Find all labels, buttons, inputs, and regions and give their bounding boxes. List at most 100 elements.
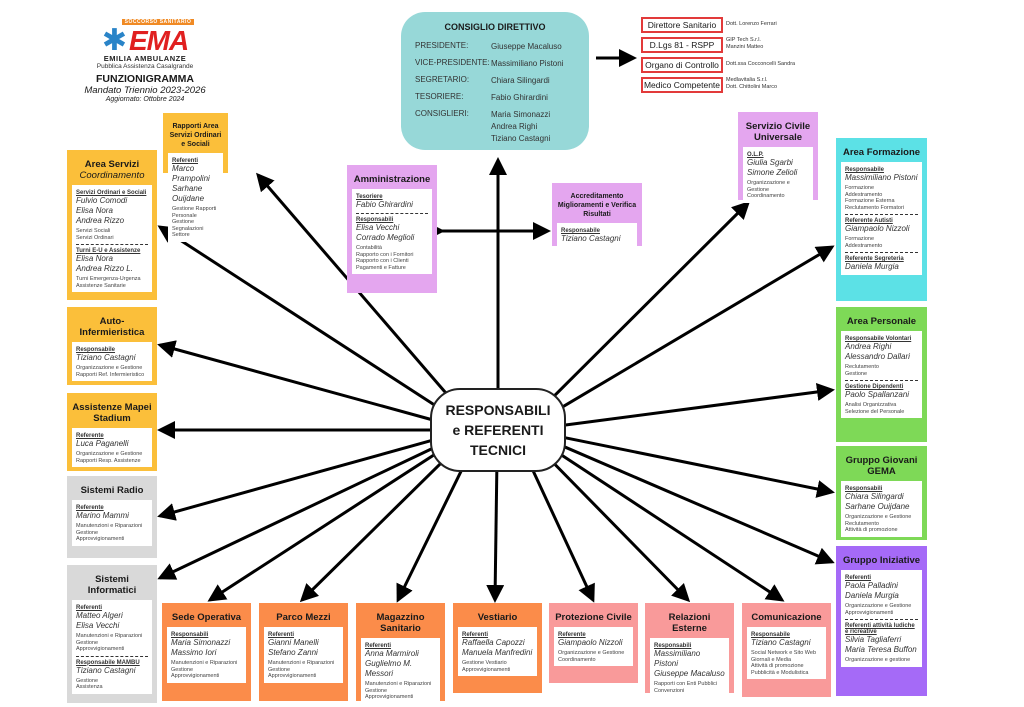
- card-title: Assistenze Mapei Stadium: [70, 396, 154, 428]
- mandate: Mandato Triennio 2023-2026: [84, 85, 206, 96]
- description-line: Organizzazione e Gestione: [747, 180, 790, 193]
- card-title-text: Sistemi Radio: [80, 485, 144, 496]
- person-name: Maria Simonazzi: [171, 638, 231, 647]
- board-role: PRESIDENTE:: [415, 41, 469, 50]
- description-line: Formazione Esterna: [845, 198, 895, 204]
- external-role-box: Organo di Controllo: [641, 57, 723, 73]
- description-line: Approvvigionamenti: [171, 673, 220, 679]
- person-name: Elisa Nora: [76, 206, 113, 215]
- board-names: Chiara Silingardi: [491, 75, 550, 87]
- description-line: Approvvigionamenti: [268, 673, 317, 679]
- card-title: Sede Operativa: [165, 606, 248, 627]
- description-line: Addestramento: [845, 191, 883, 198]
- description-line: Coordinamento: [558, 656, 596, 663]
- description-line: Rapporto con i Clienti: [356, 258, 409, 264]
- description-line: Gestione: [76, 677, 99, 684]
- arrow-giovani: [564, 436, 835, 498]
- section-divider: [845, 252, 918, 253]
- card-subtitle: Coordinamento: [79, 170, 145, 181]
- description-line: Servizi Ordinari: [76, 234, 114, 241]
- person-name: Andrea Rizzo L.: [76, 264, 133, 273]
- card-title: Sistemi Informatici: [70, 568, 154, 600]
- person-name: Tiziano Castagni: [751, 638, 811, 647]
- hub-line: RESPONSABILI: [445, 402, 551, 418]
- card-title-text: Amministrazione: [353, 174, 431, 185]
- description-line: Approvvigionamenti: [845, 609, 894, 616]
- logo-mark: ✱ EMA: [70, 24, 220, 57]
- description-line: Assistenza: [76, 684, 103, 690]
- external-role-box: D.Lgs 81 - RSPP: [641, 37, 723, 53]
- star-of-life-icon: ✱: [101, 24, 127, 57]
- person-name: Massimiliano Pistoni: [845, 173, 918, 182]
- description-line: Reclutamento Formatori: [845, 204, 904, 211]
- card-title: Parco Mezzi: [262, 606, 345, 627]
- arrow-magazzino: [396, 465, 465, 603]
- description-line: Rapporti con Enti Pubblici: [654, 681, 717, 687]
- person-name: Simone Zelioli: [747, 168, 798, 177]
- board-role: TESORIERE:: [415, 92, 464, 101]
- description-line: Manutenzioni e Riparazioni: [76, 523, 143, 529]
- section-label: Responsabile: [561, 228, 601, 234]
- person-name: Chiara Silingardi: [845, 492, 904, 501]
- section-label: Referenti: [172, 158, 199, 164]
- description-line: Convenzioni: [654, 687, 685, 694]
- section-label: Referente Autisti: [845, 218, 893, 224]
- external-role-box: Medico Competente: [641, 77, 723, 93]
- external-info-line: Dott. Lorenzo Ferrari: [726, 21, 777, 27]
- description-line: Gestione: [845, 370, 868, 377]
- card-title-text: Protezione Civile: [555, 612, 632, 623]
- board-title: CONSIGLIO DIRETTIVO: [444, 22, 546, 32]
- arrow-radio: [157, 438, 433, 521]
- person-name: Manuela Manfredini: [462, 648, 533, 657]
- section-label: Referente: [558, 632, 586, 638]
- external-role-info: Medlavitalia S.r.l.Dott. Chittolini Marc…: [726, 77, 777, 91]
- section-divider: [845, 619, 918, 620]
- section-label: Responsabile MAMBU: [76, 659, 140, 666]
- person-name: Fabio Ghirardini: [356, 200, 413, 209]
- card-title-text: Parco Mezzi: [276, 612, 331, 623]
- section-label: Referenti: [365, 643, 392, 649]
- person-name: Guglielmo M. Messori: [365, 659, 413, 678]
- card-title-text: Assistenze Mapei Stadium: [72, 402, 152, 424]
- arrow-personale: [565, 383, 835, 427]
- section-label: Responsabile Volontari: [845, 336, 912, 342]
- description-line: Rapporti Resp. Assistenze: [76, 457, 141, 464]
- description-line: Approvvigionamenti: [76, 646, 125, 652]
- section-label: O.L.P.: [747, 152, 764, 158]
- card-title: Rapporti Area Servizi Ordinari e Sociali: [166, 116, 225, 153]
- external-role-info: Dott.ssa Cocconcelli Sandra: [726, 61, 795, 68]
- card-title: Relazioni Esterne: [648, 606, 731, 638]
- description-line: Reclutamento: [845, 520, 879, 527]
- section-label: Turni E-U e Assistenze: [76, 248, 141, 254]
- section-label: Gestione Dipendenti: [845, 384, 904, 390]
- section-divider: [845, 214, 918, 215]
- board-member: Giuseppe Macaluso: [491, 42, 562, 51]
- person-name: Daniela Murgia: [845, 591, 899, 600]
- description-line: Reclutamento: [845, 364, 879, 370]
- board-names: Giuseppe Macaluso: [491, 41, 562, 53]
